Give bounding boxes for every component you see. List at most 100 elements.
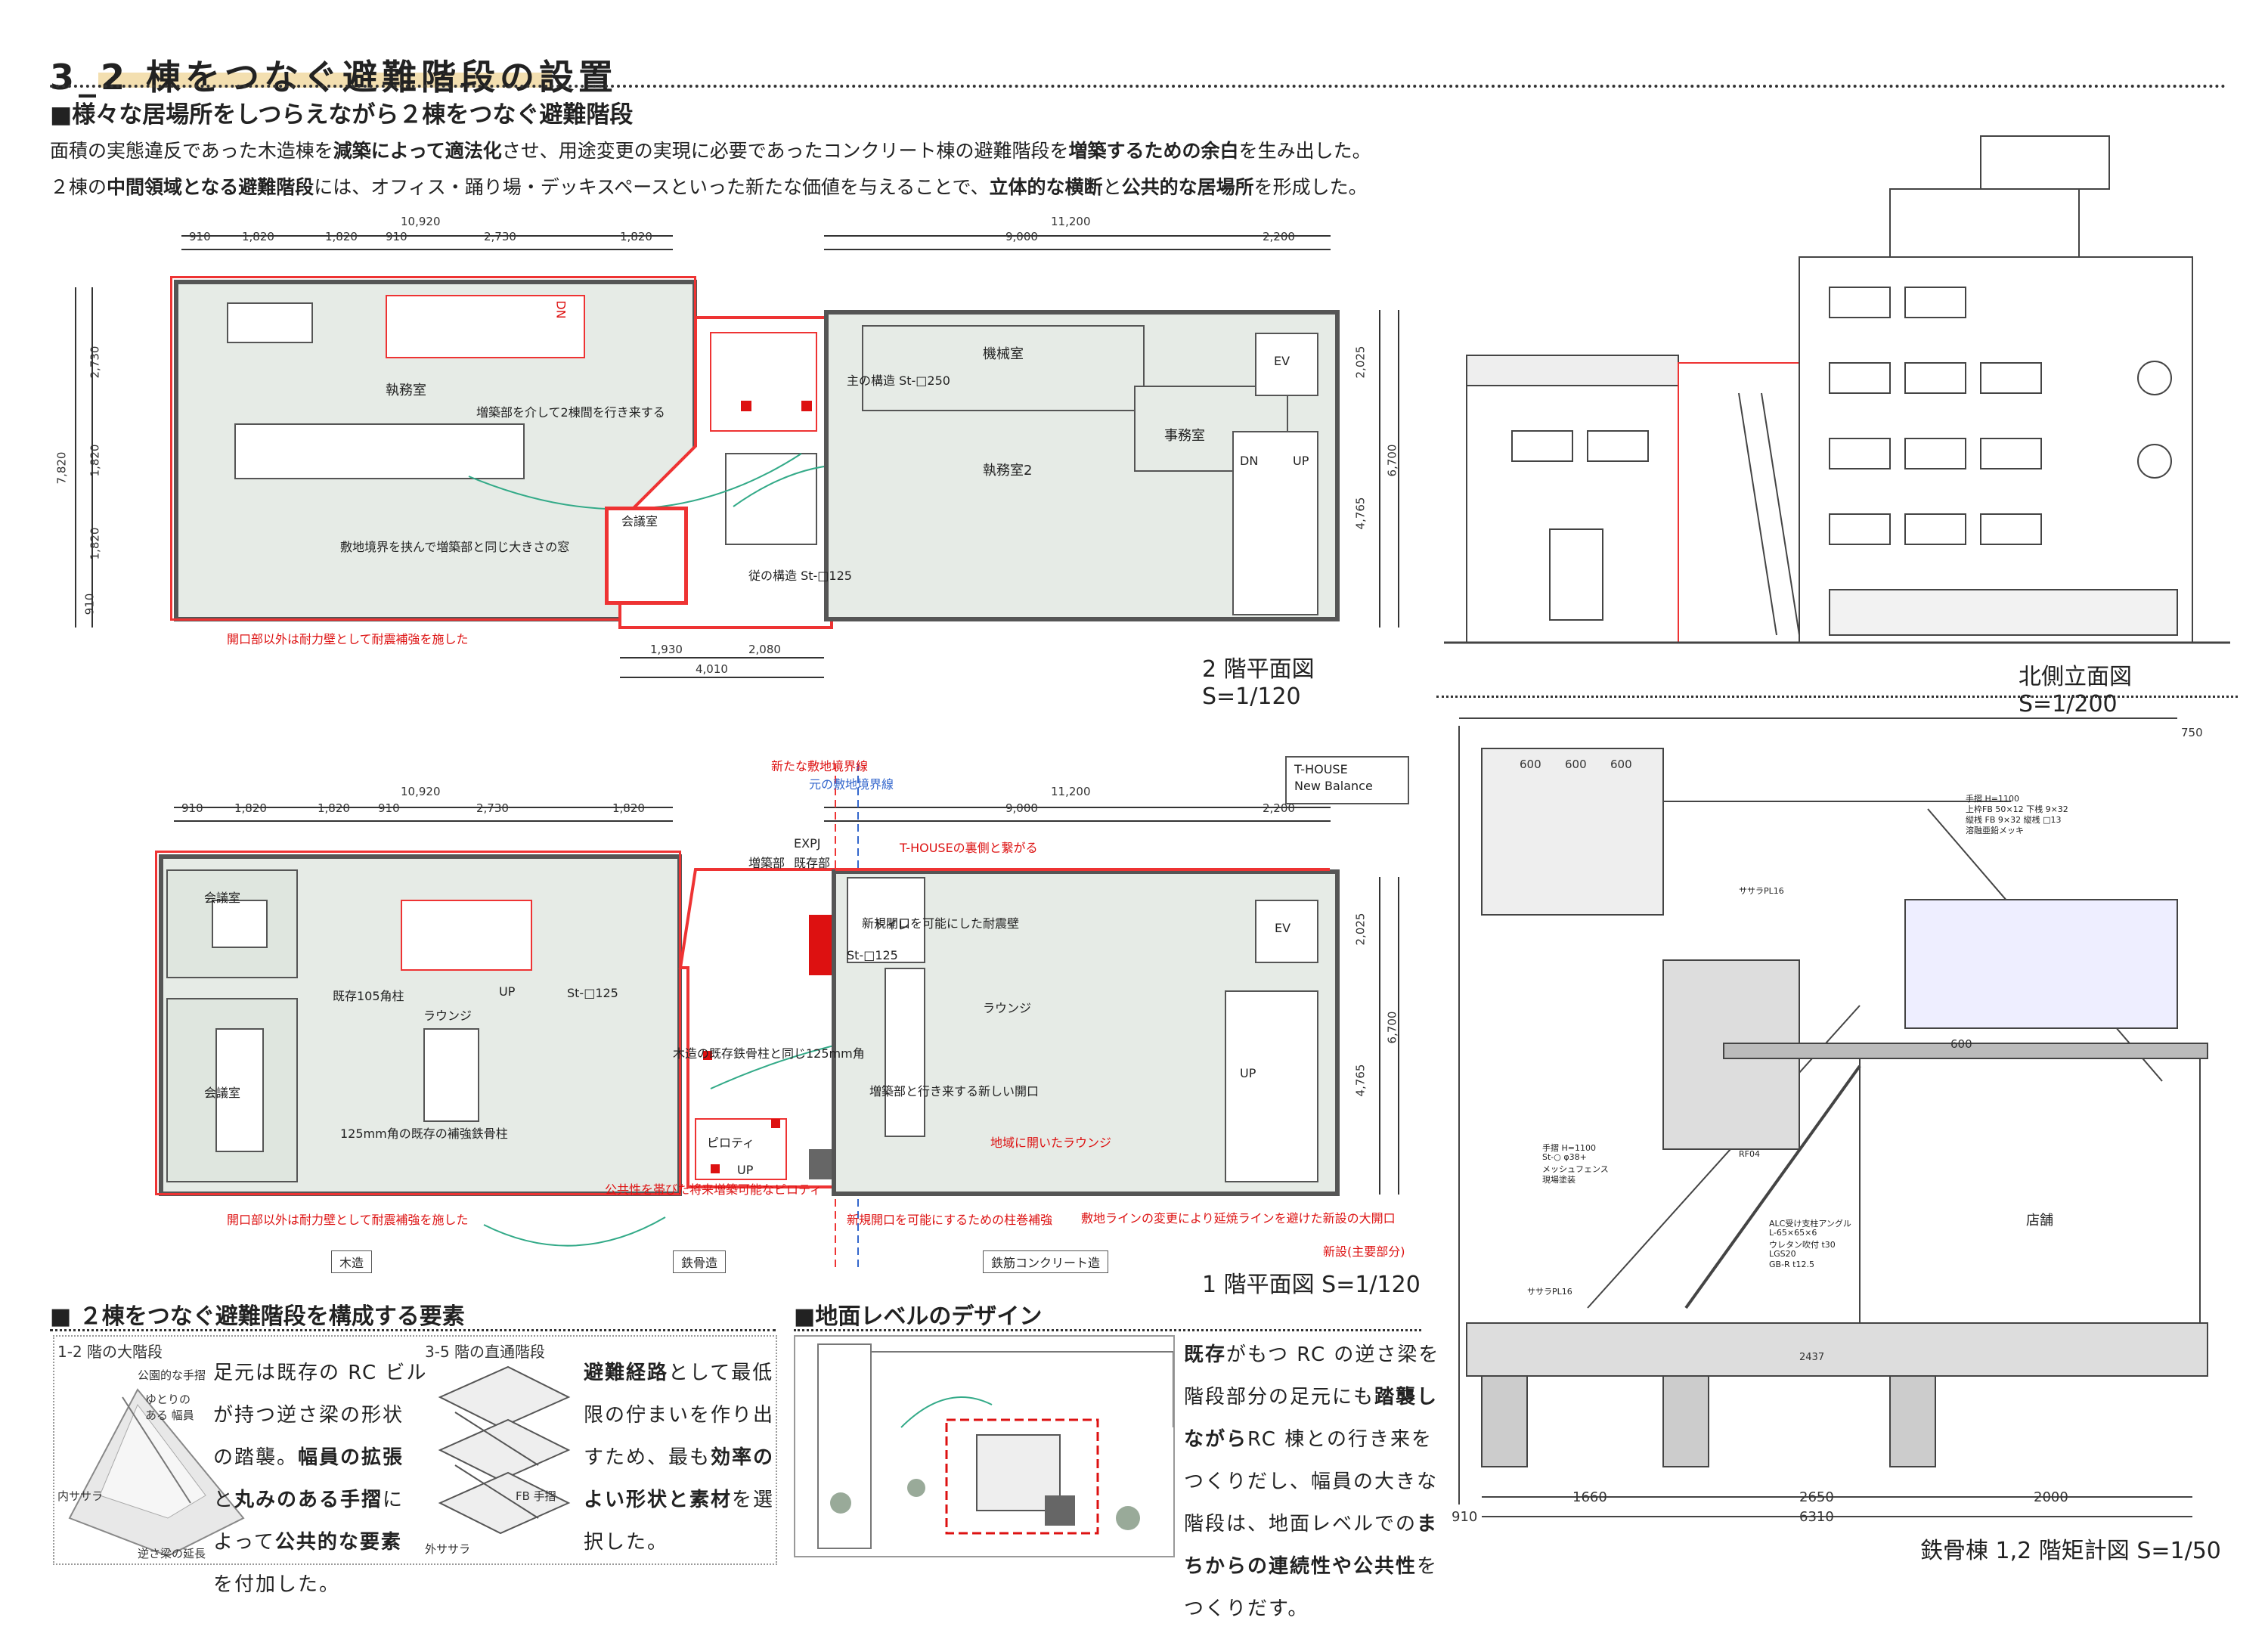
plan1-scale: 1 階平面図 S=1/120 — [1202, 1272, 1421, 1298]
ev-box-1f — [1255, 900, 1318, 963]
elements-heading: ■ ２棟をつなぐ避難階段を構成する要素 — [50, 1303, 465, 1330]
tag-thouse: T-HOUSE — [1294, 762, 1348, 776]
label-dn-wood: DN — [553, 300, 569, 319]
stair1-title: 1-2 階の大階段 — [57, 1343, 163, 1361]
label-kikai: 機械室 — [983, 346, 1024, 362]
label-kaigi: 会議室 — [621, 514, 658, 528]
stair1-text: 足元は既存の RC ビル が持つ逆さ梁の形状 の踏襲。幅員の拡張 と丸みのある手… — [213, 1362, 428, 1596]
note-s12: LGS20 — [1769, 1249, 1796, 1259]
note-s10: L-65×65×6 — [1769, 1228, 1817, 1238]
note-s4: 溶融亜鉛メッキ — [1966, 826, 2024, 835]
ground-plan — [794, 1335, 1175, 1557]
dim-9000: 9,000 — [1005, 230, 1038, 243]
note-a11: 木造の既存鉄骨柱と同じ125mm角 — [673, 1046, 865, 1061]
label-office: 執務室 — [386, 383, 426, 398]
intro-line-1: 面積の実態違反であった木造棟を減築によって適法化させ、用途変更の実現に必要であっ… — [50, 140, 1371, 162]
dim-1660: 1660 — [1572, 1489, 1607, 1505]
note-a7: St-□125 — [847, 948, 898, 962]
stair1-label-3: 逆さ梁の延長 — [138, 1547, 206, 1560]
dim-total-11200: 11,200 — [1051, 215, 1091, 228]
plan1-addition-outline — [678, 868, 1059, 1188]
stair-rc-1f — [1225, 990, 1318, 1182]
note-a10: St-□125 — [567, 986, 618, 1000]
room-toilet — [847, 877, 925, 963]
note-s5: 手摺 H=1100 — [1542, 1143, 1596, 1153]
dim-910: 910 — [386, 230, 407, 243]
stair2-title: 3-5 階の直通階段 — [425, 1343, 546, 1361]
section-subtitle: ■様々な居場所をしつらえながら２棟をつなぐ避難階段 — [50, 101, 634, 129]
note-a18: 開口部以外は耐力壁として耐震補強を施した — [227, 1213, 469, 1227]
note-a9: 既存105角柱 — [333, 989, 404, 1003]
note-s13: GB-R t12.5 — [1769, 1260, 1814, 1269]
dim-910: 910 — [181, 801, 203, 815]
note-s16: ササラPL16 — [1739, 886, 1784, 896]
dim-1820: 1,820 — [234, 801, 267, 815]
elements-panel: 1-2 階の大階段 公園的な手摺 ゆとりのある 幅員 内ササラ 逆さ梁の延長 足… — [53, 1335, 777, 1596]
zone-rc: 鉄筋コンクリート造 — [983, 1250, 1109, 1273]
note-a4: 増築部 — [748, 856, 785, 870]
header-divider — [50, 85, 2227, 88]
dim-2080: 2,080 — [748, 643, 781, 656]
note-a8: 新規開口を可能にした耐震壁 — [862, 916, 1020, 931]
note-n2: 主の構造 St-□250 — [847, 373, 950, 388]
dim-9000: 9,000 — [1005, 801, 1038, 815]
label-store: 店舗 — [2026, 1213, 2053, 1229]
label-piloti: ピロティ — [707, 1136, 755, 1150]
dim-910: 910 — [189, 230, 211, 243]
dim-2730: 2,730 — [484, 230, 516, 243]
note-n4: 従の構造 St-□125 — [748, 569, 852, 583]
floor-plan-2f: 10,920 11,200 910 1,820 1,820 910 2,730 … — [45, 204, 1406, 710]
north-elevation: 北側立面図 S=1/200 — [1436, 106, 2238, 717]
note-s6: St-○ φ38+ — [1542, 1152, 1587, 1162]
label-office2: 執務室2 — [983, 463, 1033, 479]
dim-750: 750 — [2181, 726, 2203, 739]
label-lounge2: ラウンジ — [983, 1001, 1032, 1015]
note-s1: 手摺 H=1100 — [1966, 794, 2019, 804]
intro-line-2: ２棟の中間領域となる避難階段には、オフィス・踊り場・デッキスペースといった新たな… — [50, 176, 1368, 198]
note-n1: 増築部を介して2棟間を行き来する — [476, 405, 665, 420]
table-kaigi1 — [212, 900, 268, 948]
tag-nb: New Balance — [1294, 779, 1373, 793]
dim-2200: 2,200 — [1263, 801, 1295, 815]
note-a12: 増築部と行き来する新しい開口 — [869, 1084, 1040, 1099]
note-a16: 新規開口を可能にするための柱巻補強 — [847, 1213, 1053, 1227]
desk-row — [234, 423, 525, 479]
stair2-label-0: FB 手摺 — [516, 1489, 556, 1503]
stair1-label-2: 内ササラ — [57, 1489, 104, 1503]
label-kaigi1: 会議室 — [204, 891, 241, 905]
dim-1820: 1,820 — [612, 801, 645, 815]
label-lounge1: ラウンジ — [423, 1009, 472, 1023]
elements-divider — [50, 1329, 776, 1331]
note-s7: メッシュフェンス — [1542, 1164, 1609, 1174]
section-drawing — [1458, 717, 2208, 1517]
ground-divider — [794, 1329, 1421, 1331]
dim-910: 910 — [1452, 1509, 1478, 1525]
elevation-scale: 北側立面図 S=1/200 — [2019, 664, 2132, 717]
label-ev: EV — [1274, 354, 1290, 368]
note-a14: 地域に開いたラウンジ — [990, 1136, 1112, 1150]
page-title: 3_2 棟をつなぐ避難階段の設置 — [50, 57, 618, 98]
thouse-tag — [1285, 756, 1409, 804]
dim-6310: 6310 — [1799, 1509, 1834, 1525]
dim-910: 910 — [378, 801, 400, 815]
label-up2: UP — [737, 1163, 754, 1177]
note-s9: ALC受け支柱アングル — [1769, 1219, 1851, 1229]
stair2-label-1: 外ササラ — [425, 1542, 471, 1556]
label-up: UP — [1293, 454, 1309, 468]
dim-1930: 1,930 — [650, 643, 683, 656]
note-a13: 125mm角の既存の補強鉄骨柱 — [340, 1126, 508, 1141]
note-a2: 元の敷地境界線 — [809, 777, 894, 792]
note-a1: 新たな敷地境界線 — [771, 759, 869, 773]
stair-rc — [1232, 431, 1318, 615]
dim-600: 600 — [1520, 758, 1541, 771]
note-a15: 公共性を帯びた将来増築可能なピロティ — [605, 1182, 823, 1197]
dim-2200: 2,200 — [1263, 230, 1295, 243]
stair-1f-wood — [401, 900, 532, 971]
stair-2f-wood — [386, 295, 585, 358]
note-s11: ウレタン吹付 t30 — [1769, 1240, 1836, 1250]
stair2-illustration — [438, 1365, 571, 1535]
section-scale: 鉄骨棟 1,2 階矩計図 S=1/50 — [1920, 1538, 2221, 1564]
stair1-label-0: 公園的な手摺 — [138, 1368, 206, 1382]
label-toilet: トイレ — [873, 918, 910, 932]
label-dn: DN — [1240, 454, 1259, 468]
